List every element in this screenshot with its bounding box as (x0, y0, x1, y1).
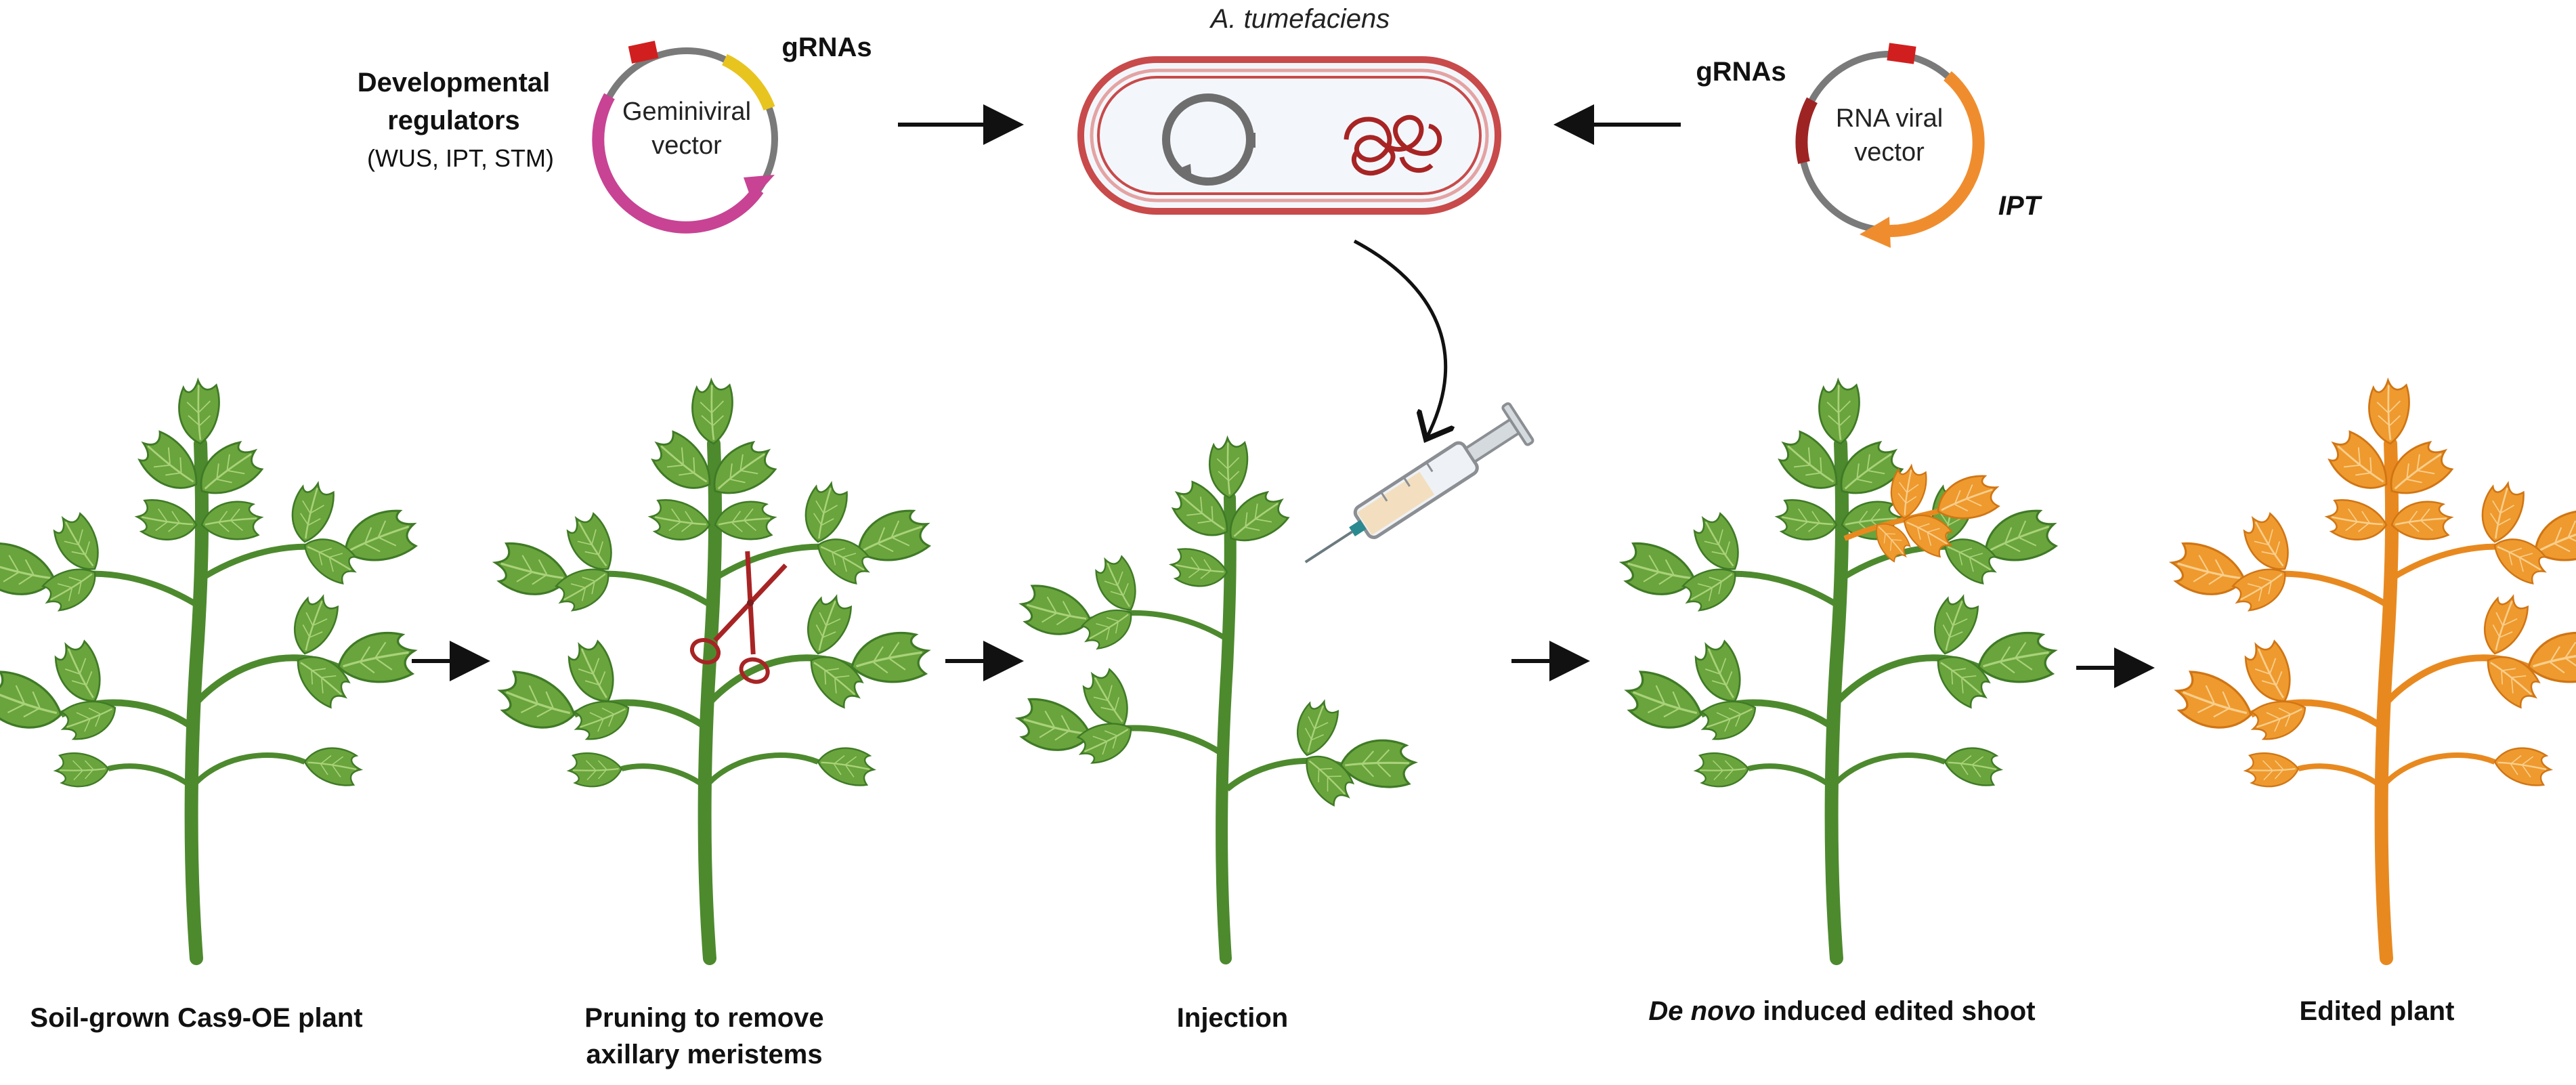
chromosome-icon (1344, 114, 1442, 176)
curved-arrow-to-injection (1353, 239, 1446, 436)
developmental-regulators-label: Developmental regulators (357, 68, 551, 135)
geminiviral-label: Geminiviral vector (622, 98, 751, 160)
step-3-caption: Injection (1176, 1003, 1289, 1033)
bacterium-name: A. tumefaciens (1211, 4, 1390, 34)
plasmid-icon (1162, 93, 1255, 186)
plant-denovo-shoot (1616, 380, 2063, 958)
scissors-icon (689, 551, 788, 684)
step-5-caption: Edited plant (2299, 996, 2455, 1026)
geminiviral-grnas-label: gRNAs (781, 33, 872, 62)
syringe-icon (1304, 402, 1534, 563)
agrobacterium-cell (1077, 56, 1501, 215)
step-4-caption: De novo induced edited shoot (1648, 996, 2036, 1026)
plant-pruning (490, 380, 936, 958)
ipt-gene-label: IPT (1998, 191, 2041, 221)
plant-soil-grown (0, 380, 423, 958)
geminiviral-vector-plasmid (592, 41, 778, 234)
step-2-caption: Pruning to remove axillary meristems (584, 1003, 824, 1069)
step-1-caption: Soil-grown Cas9-OE plant (30, 1003, 363, 1033)
plant-edited (2166, 380, 2576, 958)
rna-viral-vector-plasmid (1795, 43, 1985, 248)
rna-grnas-label: gRNAs (1696, 57, 1786, 87)
rna-viral-label: RNA viral vector (1836, 104, 1943, 167)
regulators-genes-label: (WUS, IPT, STM) (367, 144, 554, 172)
